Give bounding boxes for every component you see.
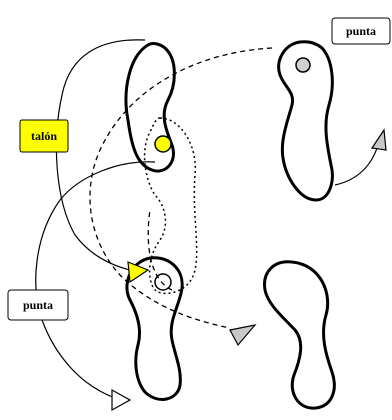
label-toe-top-text: punta [346, 24, 376, 38]
arrowhead-left-bottom [112, 390, 130, 410]
footprint-bottom-right [265, 262, 335, 408]
label-toe-left: punta [8, 290, 68, 320]
footprint-top-left [126, 44, 174, 172]
curve-arrow-top-right [335, 145, 378, 185]
label-heel-text: talón [31, 129, 57, 143]
label-heel: talón [20, 120, 68, 152]
arrowhead-top-right [372, 130, 386, 150]
heel-marker-yellow [155, 136, 171, 152]
toe-marker-grey [296, 58, 310, 72]
label-toe-top: punta [332, 18, 390, 44]
arrowhead-bottom-right [230, 325, 255, 345]
label-toe-left-text: punta [23, 298, 53, 312]
